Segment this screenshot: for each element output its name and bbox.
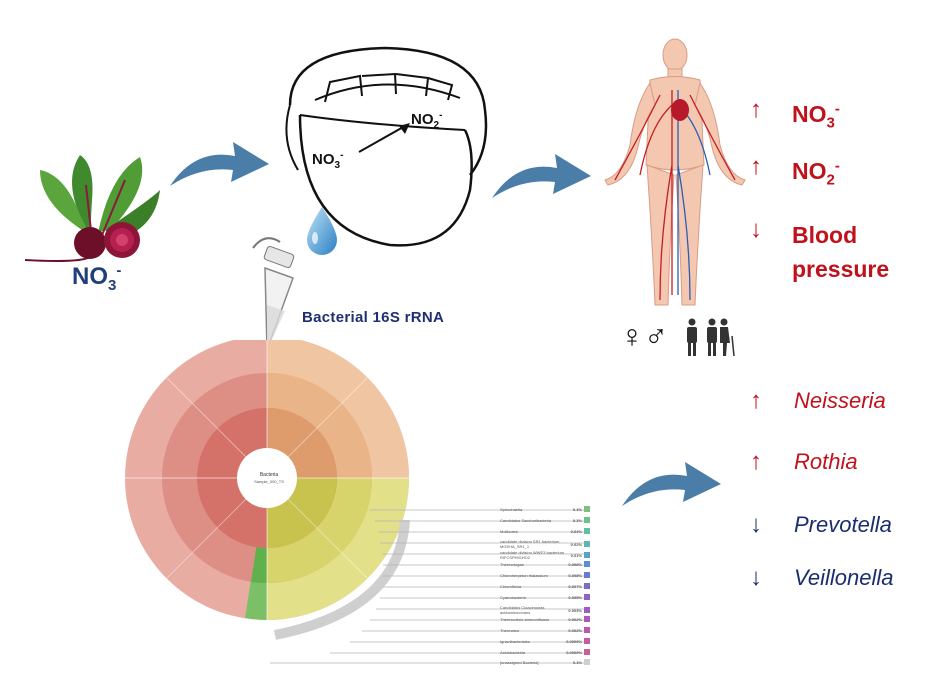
krona-leader-lines [270,509,590,664]
tongue-no2-label: NO2- [411,110,443,131]
bacteria-name: Veillonella [794,565,894,590]
krona-chart [125,340,410,640]
bacterial-16s-label: Bacterial 16S rRNA [302,309,445,326]
people-icon [687,318,717,356]
sample-tube-icon [252,237,295,351]
tongue-icon [285,46,488,247]
sex-symbols: ♀♂ [620,318,668,355]
legend-row: candidate division WWE3 bacterium RIFCSP… [500,550,590,560]
saliva-drop-icon [307,207,337,255]
outcome-no3: ↑ NO3- [750,98,840,134]
up-arrow-icon: ↑ [750,96,762,123]
bacteria-name: Rothia [794,449,858,474]
flow-arrow-krona-to-bacteria [622,462,721,506]
elderly-icon [720,318,735,357]
male-symbol-icon: ♂ [644,318,668,354]
beetroot-icon [24,155,160,262]
bacteria-name: Prevotella [794,512,892,537]
down-arrow-icon: ↓ [750,511,762,538]
up-arrow-icon: ↑ [750,448,762,475]
flow-arrow-mouth-to-body [492,154,591,198]
female-symbol-icon: ♀ [620,318,644,354]
up-arrow-icon: ↑ [750,153,762,180]
up-arrow-icon: ↑ [750,387,762,414]
flow-arrow-beet-to-mouth [170,142,269,186]
beet-no3-label: NO3- [72,262,122,294]
bacteria-veillonella: ↓ Veillonella [750,565,893,591]
outcome-no2: ↑ NO2- [750,155,840,191]
conversion-arrow [358,123,410,153]
krona-center-subtitle: Sample_000_TS [254,479,284,484]
bacteria-name: Neisseria [794,388,886,413]
bacteria-neisseria: ↑ Neisseria [750,388,886,414]
legend-row: [unassigned Bacteria]0.1% [500,659,590,665]
legend-row: candidate division SR1 bacterium MGEHA_S… [500,539,590,549]
outcome-no3-text: NO3- [792,100,840,132]
human-circulation-icon [604,38,746,306]
bacteria-rothia: ↑ Rothia [750,449,858,475]
krona-center-title: Bacteria [259,472,279,478]
bacteria-prevotella: ↓ Prevotella [750,512,892,538]
tongue-no3-label: NO3- [312,150,344,171]
outcome-no2-text: NO2- [792,157,840,189]
down-arrow-icon: ↓ [750,216,762,243]
down-arrow-icon: ↓ [750,564,762,591]
